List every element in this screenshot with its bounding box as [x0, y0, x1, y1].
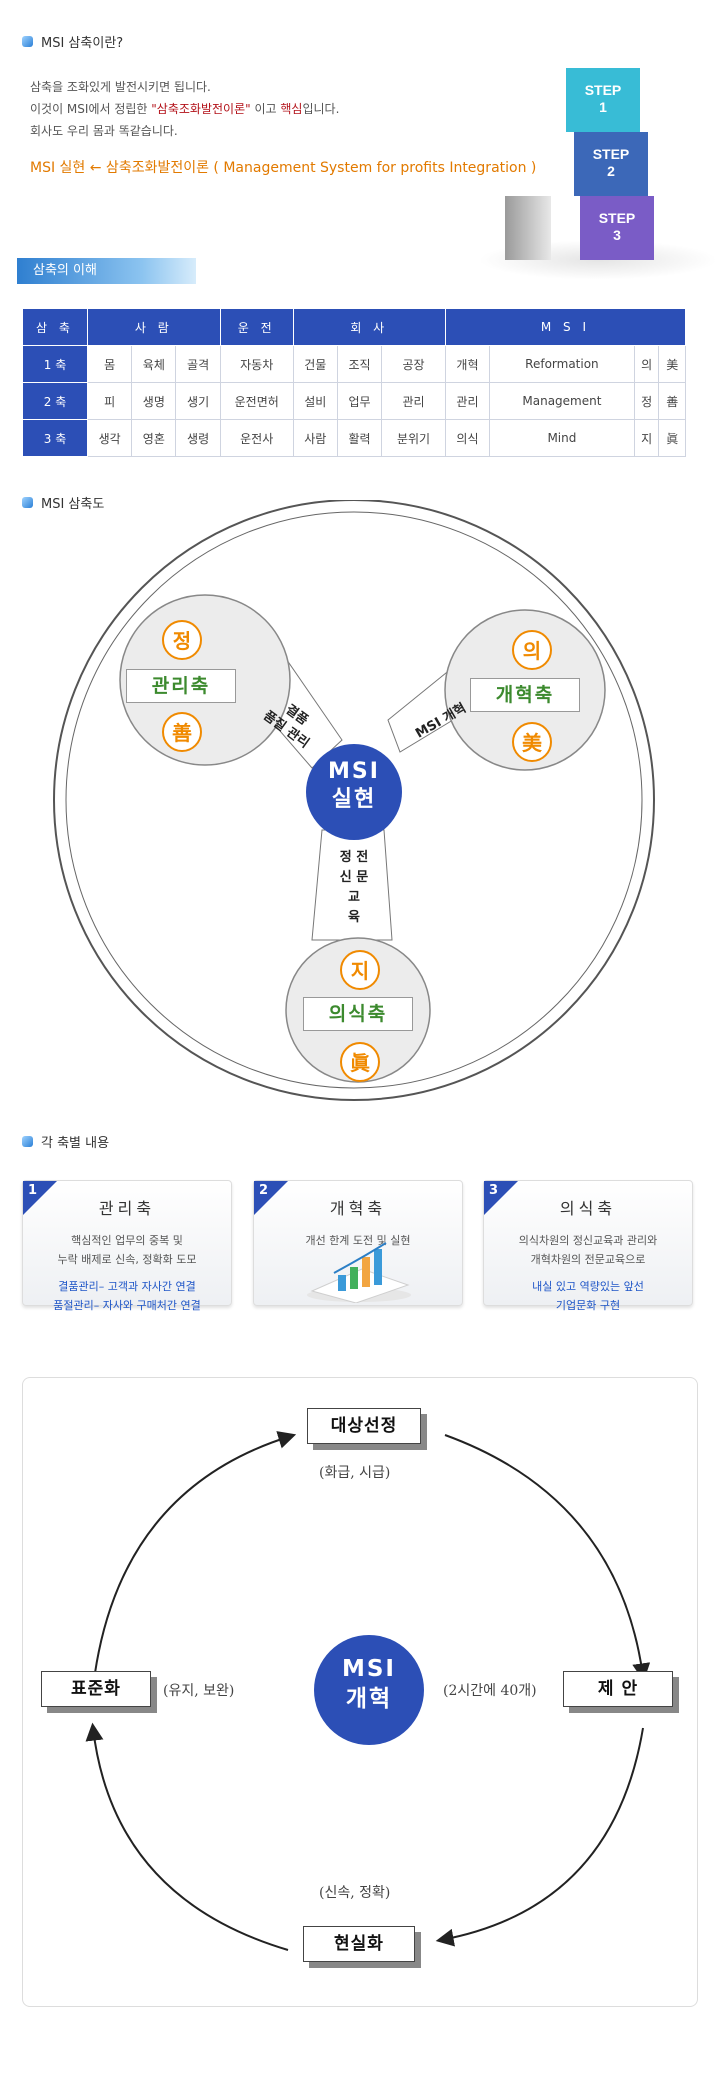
- badge-ui: 의: [512, 630, 552, 670]
- table-cell: 분위기: [381, 419, 446, 457]
- table-cell: Mind: [489, 419, 635, 457]
- bullet-icon: [22, 497, 33, 508]
- arrow-left-top: [94, 1431, 297, 1674]
- card-number-corner: [254, 1181, 288, 1215]
- table-cell: 운전면허: [219, 382, 294, 420]
- axis-reform-label: 개혁축: [470, 678, 580, 712]
- table-cell: Management: [489, 382, 635, 420]
- arrow-right-bottom: [435, 1727, 644, 1947]
- table-cell: 생기: [175, 382, 221, 420]
- table-cell: 조직: [336, 345, 383, 383]
- card-reform: 2 개혁축 개선 한계 도전 및 실현: [253, 1180, 463, 1306]
- table-cell: 美: [658, 345, 686, 383]
- cycle-arrows: [85, 1431, 651, 1951]
- table-cell: 몸: [86, 345, 133, 383]
- circle-center: [306, 744, 402, 840]
- table-cell: 골격: [175, 345, 221, 383]
- step-realization-note: (신속, 정확): [319, 1885, 391, 1901]
- axis-mind-label: 의식축: [303, 997, 413, 1031]
- section-title-msi: MSI 삼축이란?: [22, 32, 123, 51]
- table-cell: 운전사: [219, 419, 294, 457]
- table-cell: 眞: [658, 419, 686, 457]
- table-cell: Reformation: [489, 345, 635, 383]
- growth-chart-icon: [307, 1242, 411, 1303]
- step-proposal-note: (2시간에 40개): [443, 1683, 537, 1699]
- badge-ji: 지: [340, 950, 380, 990]
- card-number-corner: [23, 1181, 57, 1215]
- table-cell: 육체: [131, 345, 177, 383]
- table-cell: 자동차: [219, 345, 294, 383]
- table-cell: 피: [86, 382, 133, 420]
- row-header-cell: 3 축: [22, 419, 88, 457]
- table-cell: 善: [658, 382, 686, 420]
- table-cell: 개혁: [444, 345, 491, 383]
- badge-seon: 善: [162, 712, 202, 752]
- table-cell: 관리: [381, 382, 446, 420]
- badge-jeong: 정: [162, 620, 202, 660]
- table-cell: 사람: [292, 419, 338, 457]
- table-cell: 업무: [336, 382, 383, 420]
- table-cell: 생각: [86, 419, 133, 457]
- bullet-icon: [22, 1136, 33, 1147]
- table-cell: 공장: [381, 345, 446, 383]
- intro-text: 삼축을 조화있게 발전시키면 됩니다. 이것이 MSI에서 정립한 "삼축조화발…: [30, 80, 340, 138]
- table-cell: 생령: [175, 419, 221, 457]
- grey-cube: [505, 196, 551, 260]
- arrow-bottom-left: [85, 1722, 289, 1951]
- table-cell: 관리: [444, 382, 491, 420]
- understanding-header: 삼축의 이해: [17, 258, 196, 284]
- tagline: MSI 실현 ← 삼축조화발전이론 ( Management System fo…: [30, 160, 537, 176]
- step-standardization-note: (유지, 보완): [163, 1683, 235, 1699]
- cycle-center-circle: [314, 1635, 424, 1745]
- section-title-contents: 각 축별 내용: [22, 1132, 109, 1151]
- table-cell: 정: [633, 382, 660, 420]
- table-header-row: 삼 축 사 람 운 전 회 사 M S I: [22, 308, 687, 346]
- table-cell: 의식: [444, 419, 491, 457]
- badge-mi: 美: [512, 722, 552, 762]
- step-standardization: 표준화: [41, 1671, 151, 1707]
- card-number-corner: [484, 1181, 518, 1215]
- axis-management-label: 관리축: [126, 669, 236, 703]
- row-header-cell: 2 축: [22, 382, 88, 420]
- table-cell: 생명: [131, 382, 177, 420]
- section-title-diagram: MSI 삼축도: [22, 493, 104, 512]
- step-target-note: (화급, 시급): [319, 1465, 391, 1481]
- table-cell: 설비: [292, 382, 338, 420]
- table-cell: 의: [633, 345, 660, 383]
- step-target-selection: 대상선정: [307, 1408, 421, 1444]
- table-cell: 지: [633, 419, 660, 457]
- table-cell: 영혼: [131, 419, 177, 457]
- step-proposal: 제 안: [563, 1671, 673, 1707]
- badge-jin: 眞: [340, 1042, 380, 1082]
- diagram-svg: [53, 500, 655, 1101]
- row-header-cell: 1 축: [22, 345, 88, 383]
- table-cell: 활력: [336, 419, 383, 457]
- inner-ring: [65, 511, 643, 1089]
- step-realization: 현실화: [303, 1926, 415, 1962]
- bullet-icon: [22, 36, 33, 47]
- table-cell: 건물: [292, 345, 338, 383]
- arrow-top-right: [444, 1434, 651, 1682]
